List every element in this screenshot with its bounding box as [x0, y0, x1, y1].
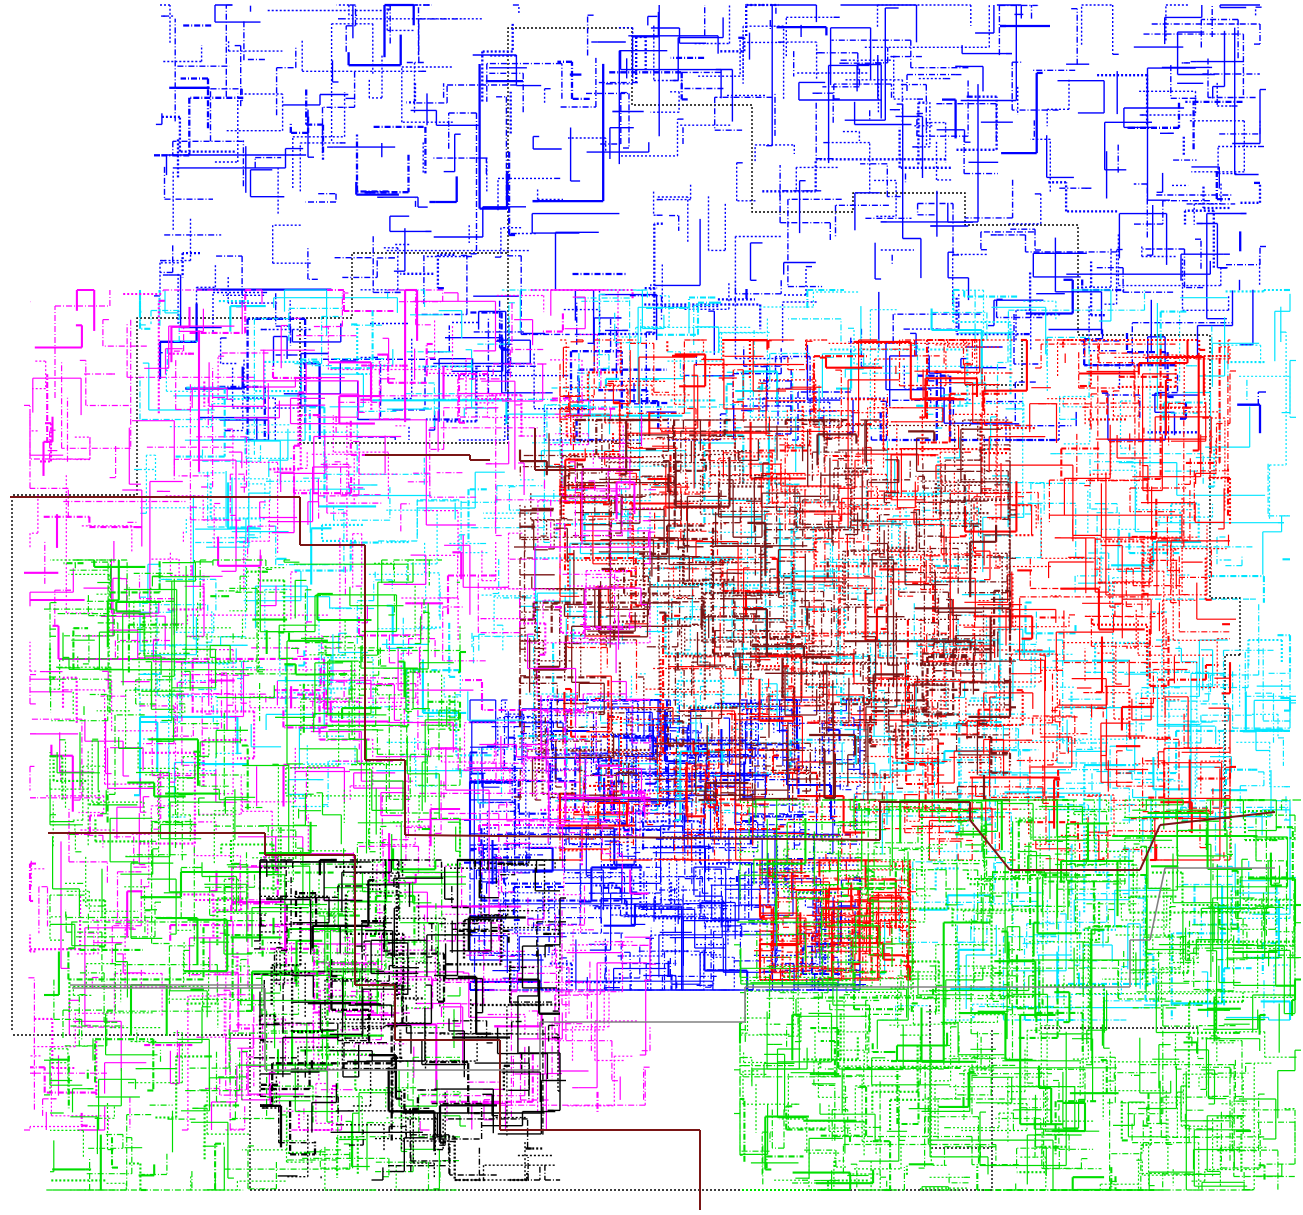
- network-lines: [10, 5, 1301, 1210]
- inner-boundary-lower-right: [930, 1005, 992, 1148]
